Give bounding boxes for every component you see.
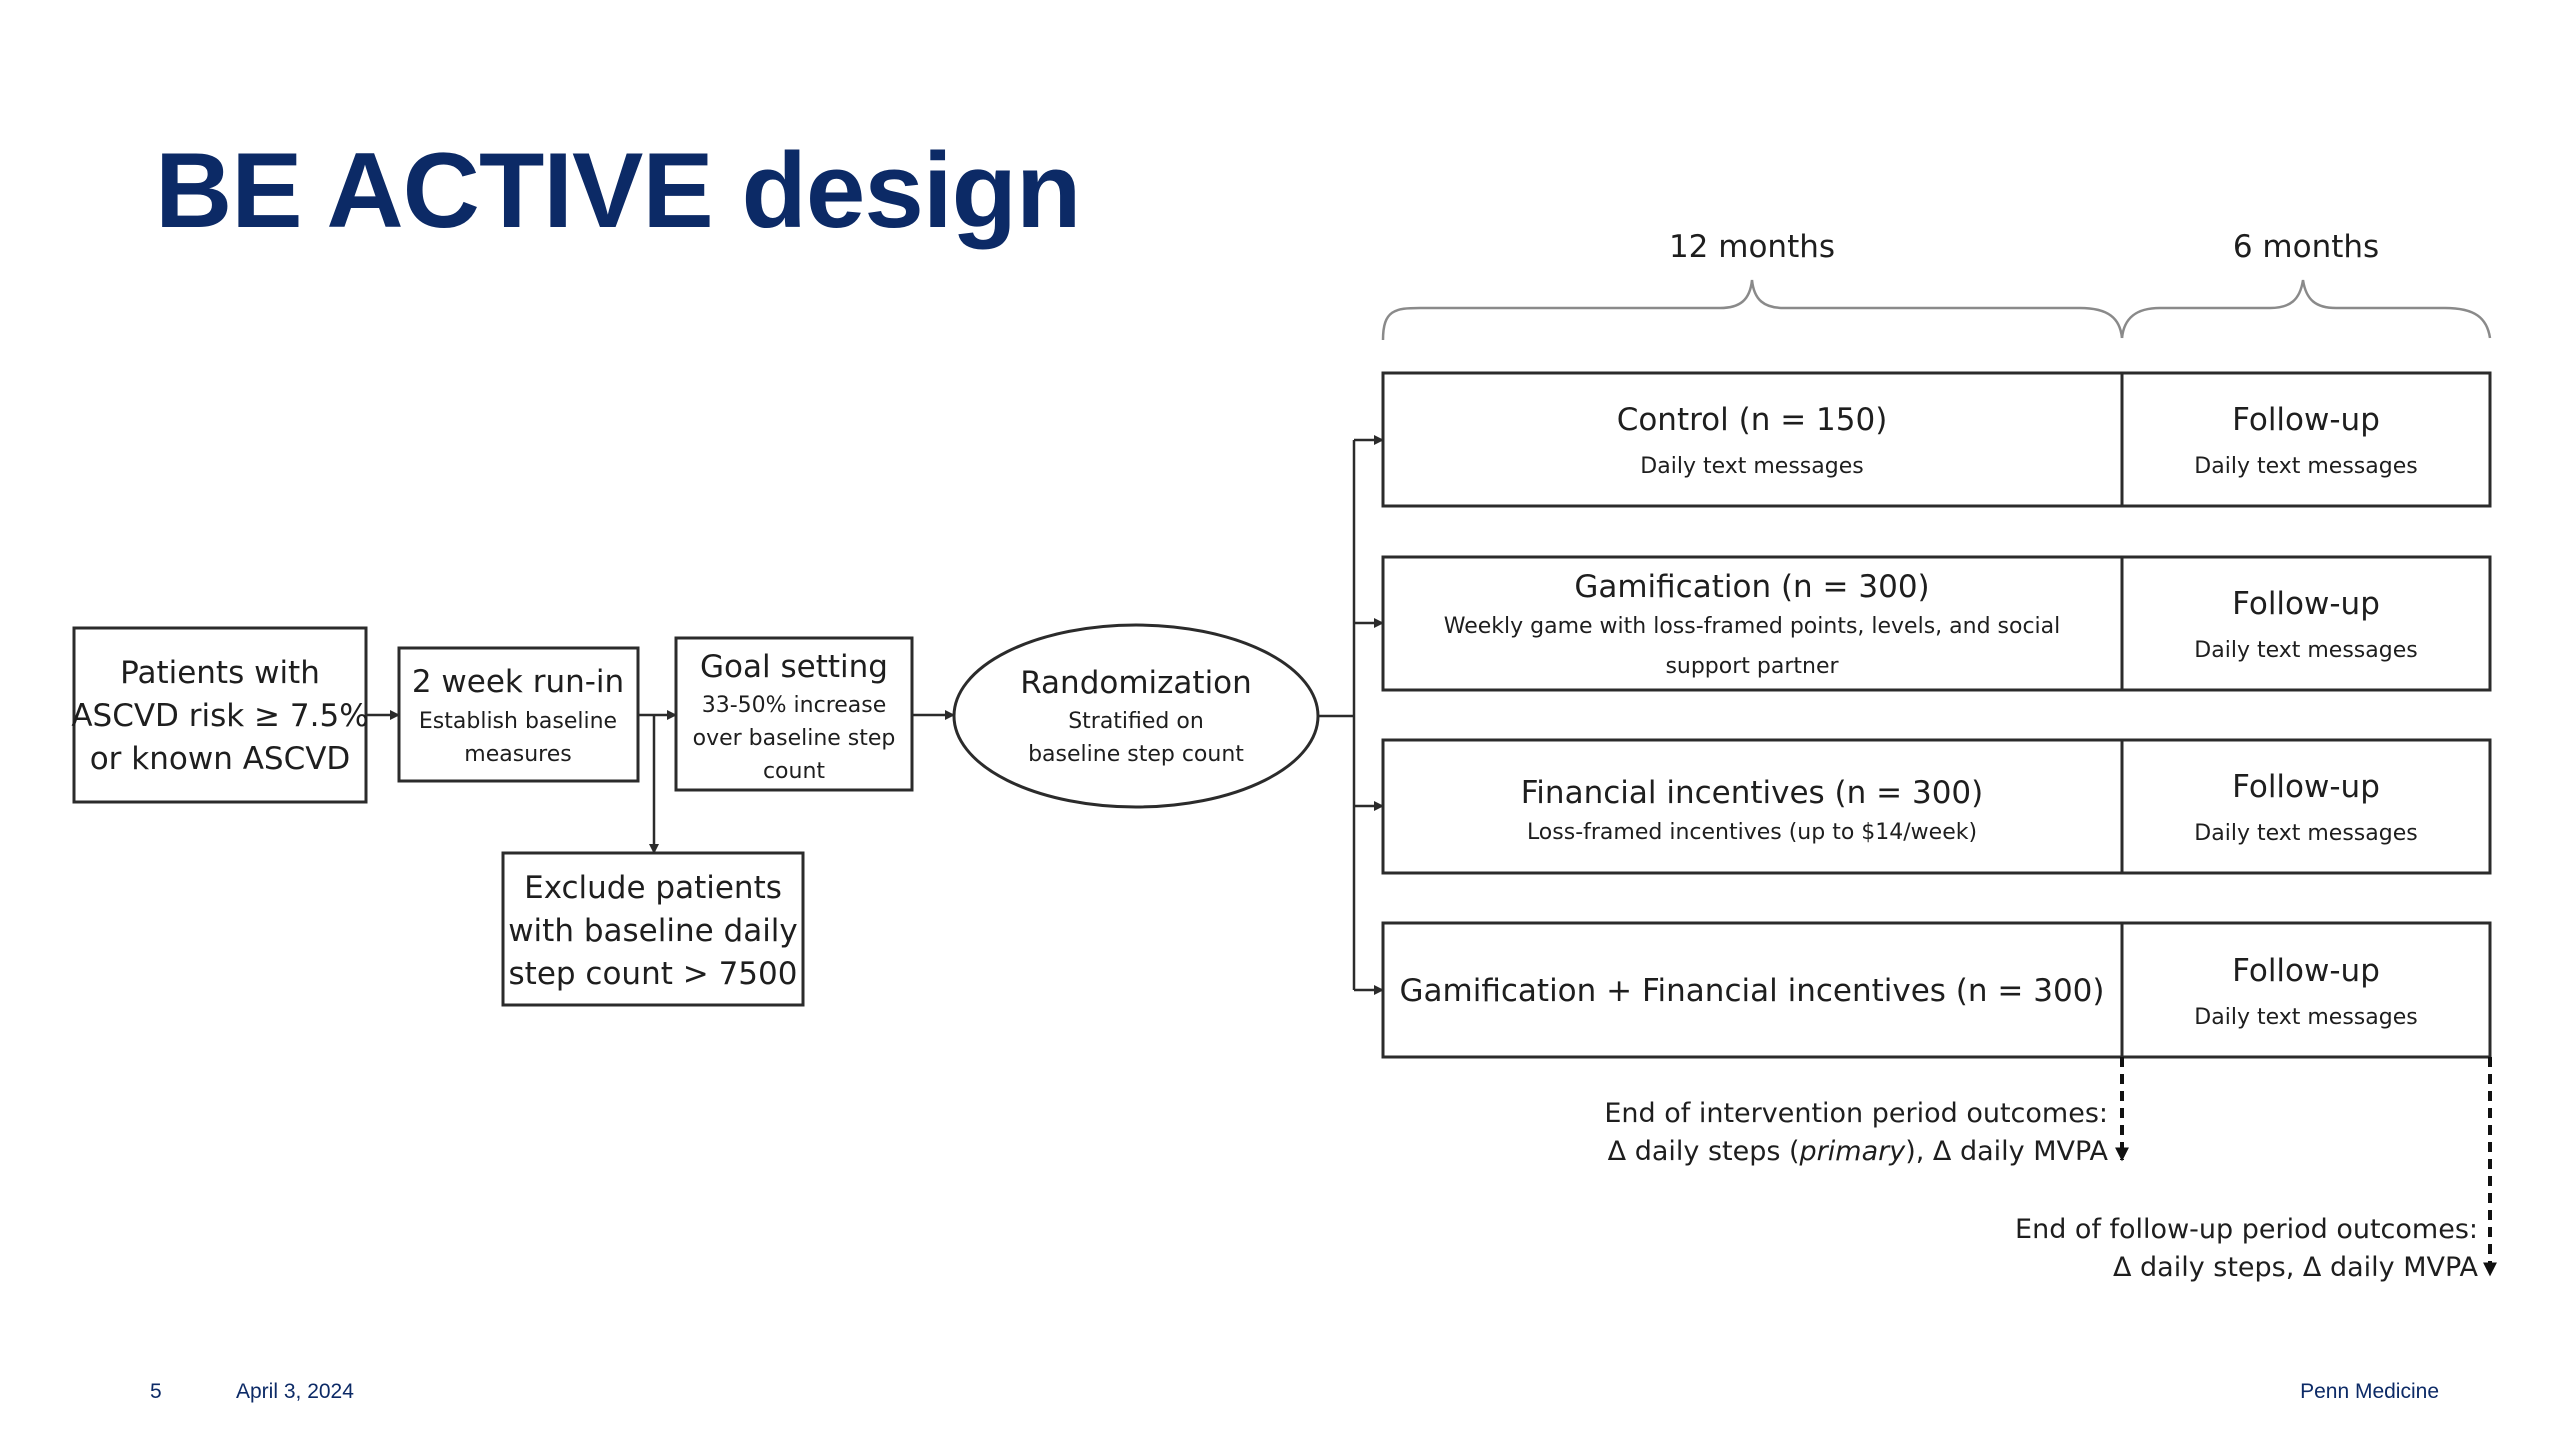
randomization-ellipse: Randomization Stratified on baseline ste…: [952, 623, 1320, 809]
runin-line: measures: [464, 742, 571, 767]
randomization-line: Stratified on: [1068, 709, 1204, 734]
goal-title: Goal setting: [700, 649, 888, 685]
followup-period-brace: [2120, 279, 2492, 339]
followup-outcome-line1: End of follow-up period outcomes:: [2015, 1214, 2478, 1245]
intervention-outcome-line1: End of intervention period outcomes:: [1604, 1098, 2108, 1129]
slide-date: April 3, 2024: [236, 1380, 354, 1403]
exclude-line: with baseline daily: [508, 913, 798, 949]
goal-setting-box: Goal setting 33-50% increase over baseli…: [674, 636, 914, 792]
followup-subtitle: Daily text messages: [2194, 1005, 2417, 1030]
outcome-primary: primary: [1799, 1136, 1907, 1167]
arm-financial-incentives: Financial incentives (n = 300) Loss-fram…: [1381, 738, 2492, 875]
arm-subtitle: Weekly game with loss-framed points, lev…: [1444, 614, 2061, 639]
intervention-period-label: 12 months: [1669, 229, 1835, 265]
brand-name: Penn Medicine: [2300, 1380, 2439, 1403]
randomization-title: Randomization: [1020, 665, 1252, 701]
exclude-line: step count > 7500: [509, 956, 798, 992]
runin-box: 2 week run-in Establish baseline measure…: [397, 646, 640, 783]
arm-title: Control (n = 150): [1617, 402, 1888, 438]
patients-line: ASCVD risk ≥ 7.5%: [71, 698, 368, 734]
page-number: 5: [150, 1380, 162, 1403]
followup-subtitle: Daily text messages: [2194, 638, 2417, 663]
page-title: BE ACTIVE design: [155, 130, 1081, 250]
patients-box: Patients with ASCVD risk ≥ 7.5% or known…: [71, 626, 369, 804]
outcome-prefix: Δ daily steps (: [1608, 1136, 1800, 1167]
followup-subtitle: Daily text messages: [2194, 821, 2417, 846]
arm-title: Financial incentives (n = 300): [1521, 775, 1984, 811]
arm-gamification: Gamification (n = 300) Weekly game with …: [1381, 555, 2492, 692]
followup-title: Follow-up: [2232, 769, 2380, 805]
arm-title: Gamification (n = 300): [1574, 569, 1929, 605]
intervention-outcome-line2: Δ daily steps (primary), Δ daily MVPA: [1608, 1136, 2109, 1167]
arm-title: Gamification + Financial incentives (n =…: [1400, 973, 2105, 1009]
exclude-box: Exclude patients with baseline daily ste…: [501, 851, 805, 1007]
patients-line: or known ASCVD: [90, 741, 351, 777]
followup-period-label: 6 months: [2233, 229, 2379, 265]
outcome-suffix: ), Δ daily MVPA: [1905, 1136, 2108, 1167]
arm-subtitle-continued: support partner: [1665, 654, 1839, 679]
followup-title: Follow-up: [2232, 402, 2380, 438]
arm-gamification-financial: Gamification + Financial incentives (n =…: [1381, 921, 2492, 1059]
arm-subtitle: Daily text messages: [1640, 454, 1863, 479]
runin-title: 2 week run-in: [412, 664, 624, 700]
goal-line: over baseline step: [693, 726, 896, 751]
randomization-line: baseline step count: [1028, 742, 1244, 767]
exclude-line: Exclude patients: [524, 870, 782, 906]
followup-subtitle: Daily text messages: [2194, 454, 2417, 479]
arm-subtitle: Loss-framed incentives (up to $14/week): [1527, 820, 1977, 845]
intervention-period-brace: [1381, 279, 2124, 341]
goal-line: 33-50% increase: [702, 693, 887, 718]
goal-line: count: [763, 759, 825, 784]
arm-control: Control (n = 150) Daily text messages Fo…: [1381, 371, 2492, 508]
followup-title: Follow-up: [2232, 586, 2380, 622]
runin-line: Establish baseline: [419, 709, 617, 734]
patients-line: Patients with: [120, 655, 320, 691]
followup-outcome-line2: Δ daily steps, Δ daily MVPA: [2113, 1252, 2479, 1283]
followup-title: Follow-up: [2232, 953, 2380, 989]
